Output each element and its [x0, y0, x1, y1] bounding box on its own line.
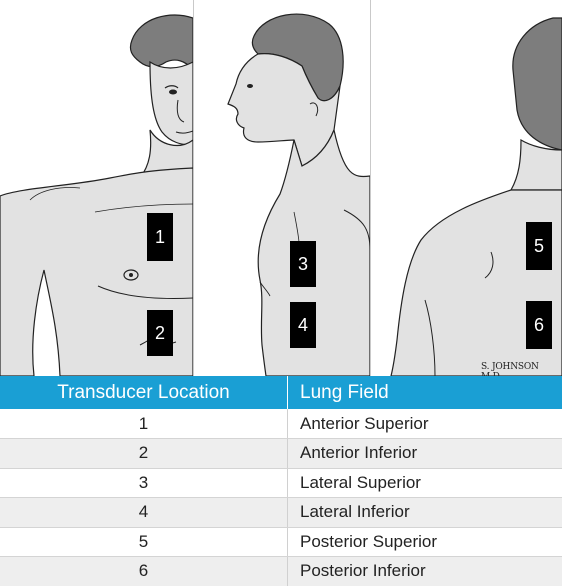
row-divider [0, 438, 562, 439]
header-lung-field: Lung Field [287, 376, 562, 409]
lung-field-cell: Anterior Inferior [287, 439, 562, 469]
lung-field-cell: Posterior Superior [287, 527, 562, 557]
lateral-view-panel: 3 4 [194, 0, 370, 376]
marker-5: 5 [526, 222, 552, 270]
lung-field-cell: Posterior Inferior [287, 557, 562, 587]
marker-4: 4 [290, 302, 316, 348]
table-row: 2 Anterior Inferior [0, 439, 562, 469]
header-lung-field-label: Lung Field [300, 382, 389, 404]
posterior-view-panel: 5 6 S. JOHNSON M.D. [371, 0, 562, 376]
location-cell: 1 [0, 409, 287, 439]
table-row: 4 Lateral Inferior [0, 498, 562, 528]
row-divider [0, 468, 562, 469]
marker-2: 2 [147, 310, 173, 356]
artist-signature: S. JOHNSON M.D. [481, 362, 562, 376]
table-row: 6 Posterior Inferior [0, 557, 562, 587]
location-cell: 3 [0, 468, 287, 498]
row-divider [0, 556, 562, 557]
lung-field-cell: Lateral Superior [287, 468, 562, 498]
location-cell: 6 [0, 557, 287, 587]
marker-6: 6 [526, 301, 552, 349]
lateral-torso-illustration [194, 0, 370, 376]
anterior-view-panel: 1 2 [0, 0, 193, 376]
lung-field-cell: Lateral Inferior [287, 498, 562, 528]
row-divider [0, 527, 562, 528]
location-cell: 4 [0, 498, 287, 528]
lung-field-cell: Anterior Superior [287, 409, 562, 439]
header-transducer-location-label: Transducer Location [57, 382, 230, 404]
table-row: 5 Posterior Superior [0, 527, 562, 557]
marker-3: 3 [290, 241, 316, 287]
marker-1: 1 [147, 213, 173, 261]
table-row: 3 Lateral Superior [0, 468, 562, 498]
location-cell: 5 [0, 527, 287, 557]
table-row: 1 Anterior Superior [0, 409, 562, 439]
header-transducer-location: Transducer Location [0, 376, 287, 409]
location-cell: 2 [0, 439, 287, 469]
row-divider [0, 497, 562, 498]
